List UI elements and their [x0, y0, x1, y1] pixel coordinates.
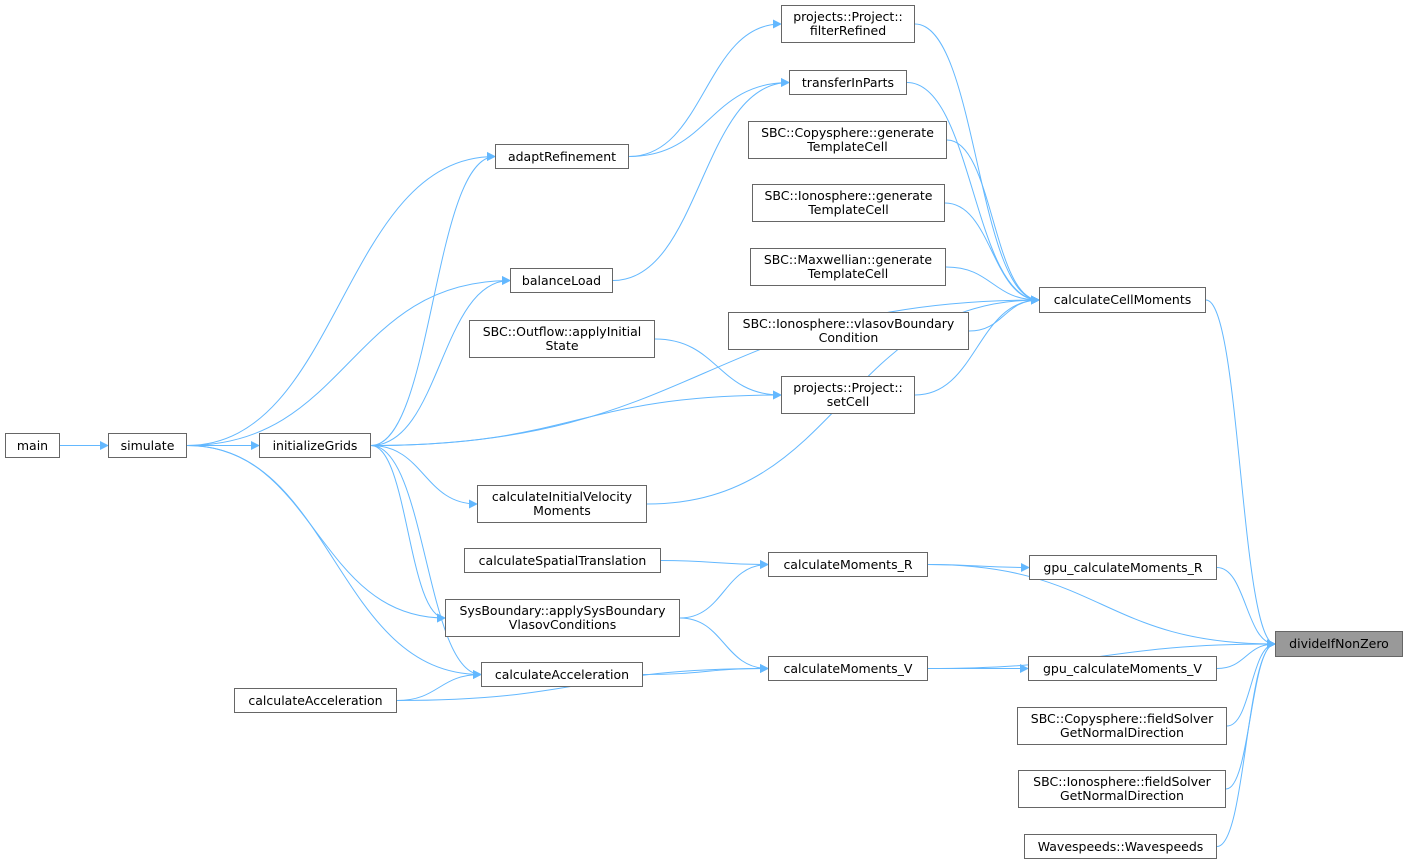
edge-simulate-to-balance-load	[186, 276, 511, 446]
node-label-line-2: setCell	[826, 394, 870, 409]
node-copysphere-field-solver-normal-direction[interactable]: SBC::Copysphere::fieldSolver GetNormalDi…	[1017, 707, 1227, 745]
node-sysboundary-apply-vlasov-conditions[interactable]: SysBoundary::applySysBoundary VlasovCond…	[445, 599, 680, 637]
node-calculate-moments-v[interactable]: calculateMoments_V	[768, 656, 928, 681]
edge-copysphere-gen-to-calculate-cell-moments	[946, 139, 1040, 305]
node-label: balanceLoad	[521, 272, 602, 288]
node-label-line-1: calculateInitialVelocity	[491, 489, 633, 504]
node-ionosphere-field-solver-normal-direction[interactable]: SBC::Ionosphere::fieldSolver GetNormalDi…	[1018, 770, 1226, 808]
node-main[interactable]: main	[5, 433, 60, 458]
edge-ionosphere-gen-to-calculate-cell-moments	[944, 202, 1040, 305]
node-label-line-2: Moments	[533, 503, 591, 518]
node-label: transferInParts	[801, 74, 895, 90]
node-label: initializeGrids	[272, 437, 358, 453]
edge-apply-sys-boundary-to-calc-moments-v	[679, 617, 769, 673]
edge-initialize-grids-to-calculate-cell-moments	[370, 295, 1040, 446]
node-label-line-2: VlasovConditions	[508, 617, 617, 632]
node-label-line-1: SysBoundary::applySysBoundary	[459, 603, 666, 618]
edge-calc-acceleration-outer-to-calc-acceleration-inner	[396, 670, 482, 701]
node-label-line-1: SBC::Outflow::applyInitial	[482, 324, 642, 339]
node-label-line-1: SBC::Copysphere::generate	[761, 125, 934, 140]
node-calculate-moments-r[interactable]: calculateMoments_R	[768, 552, 928, 577]
node-outflow-apply-initial-state[interactable]: SBC::Outflow::applyInitial State	[469, 320, 655, 358]
node-label-line-2: State	[545, 338, 579, 353]
edge-adapt-refinement-to-transfer-in-parts	[628, 78, 790, 157]
node-label-line-2: GetNormalDirection	[1060, 788, 1184, 803]
node-label-line-1: SBC::Maxwellian::generate	[763, 252, 933, 267]
node-label: adaptRefinement	[507, 148, 617, 164]
edge-simulate-to-calc-acceleration-inner	[186, 445, 482, 679]
edge-gpu-calc-moments-r-to-divide-if-non-zero	[1216, 567, 1276, 649]
node-gpu-calculate-moments-v[interactable]: gpu_calculateMoments_V	[1028, 656, 1217, 681]
edge-wavespeeds-to-divide-if-non-zero	[1216, 639, 1276, 847]
edge-transfer-in-parts-to-calculate-cell-moments	[906, 82, 1040, 305]
node-calculate-cell-moments[interactable]: calculateCellMoments	[1039, 287, 1206, 313]
node-label-line-1: SBC::Copysphere::fieldSolver	[1030, 711, 1214, 726]
node-label: simulate	[120, 437, 175, 453]
node-maxwellian-generate-template-cell[interactable]: SBC::Maxwellian::generate TemplateCell	[750, 248, 946, 286]
edge-filter-refined-to-calculate-cell-moments	[914, 23, 1040, 305]
node-adapt-refinement[interactable]: adaptRefinement	[495, 144, 629, 169]
node-calculate-acceleration-outer[interactable]: calculateAcceleration	[234, 688, 397, 713]
edge-outflow-apply-to-set-cell	[654, 338, 782, 400]
edge-initialize-grids-to-adapt-refinement	[370, 152, 496, 446]
node-wavespeeds[interactable]: Wavespeeds::Wavespeeds	[1024, 834, 1217, 859]
edge-apply-sys-boundary-to-calc-moments-r	[679, 560, 769, 619]
node-calculate-initial-velocity-moments[interactable]: calculateInitialVelocity Moments	[477, 485, 647, 523]
node-label-line-2: TemplateCell	[807, 266, 889, 281]
edge-initialize-grids-to-balance-load	[370, 276, 511, 446]
node-label-line-1: SBC::Ionosphere::vlasovBoundary	[742, 316, 955, 331]
node-ionosphere-vlasov-boundary-condition[interactable]: SBC::Ionosphere::vlasovBoundary Conditio…	[728, 312, 969, 350]
edge-initialize-grids-to-apply-sys-boundary	[370, 445, 446, 623]
node-label: calculateMoments_V	[783, 660, 913, 676]
node-simulate[interactable]: simulate	[108, 433, 187, 458]
node-project-set-cell[interactable]: projects::Project:: setCell	[781, 376, 915, 414]
node-balance-load[interactable]: balanceLoad	[510, 268, 613, 293]
node-label-line-1: SBC::Ionosphere::generate	[764, 188, 933, 203]
node-transfer-in-parts[interactable]: transferInParts	[789, 70, 907, 95]
node-label: main	[16, 437, 49, 453]
node-divide-if-non-zero: divideIfNonZero	[1275, 631, 1403, 657]
node-project-filter-refined[interactable]: projects::Project:: filterRefined	[781, 5, 915, 43]
edge-balance-load-to-transfer-in-parts	[612, 78, 790, 281]
edge-calc-spatial-translation-to-calc-moments-r	[660, 559, 769, 569]
node-label: calculateMoments_R	[783, 556, 913, 572]
edge-calc-moments-r-to-divide-if-non-zero	[927, 564, 1276, 649]
node-label-line-2: filterRefined	[809, 23, 887, 38]
edge-maxwellian-gen-to-calculate-cell-moments	[945, 266, 1040, 305]
node-label-line-2: GetNormalDirection	[1060, 725, 1184, 740]
node-label-line-1: projects::Project::	[793, 9, 903, 24]
node-label-line-1: projects::Project::	[793, 380, 903, 395]
node-label: divideIfNonZero	[1289, 636, 1389, 651]
node-copysphere-generate-template-cell[interactable]: SBC::Copysphere::generate TemplateCell	[748, 121, 947, 159]
node-calculate-acceleration-inner[interactable]: calculateAcceleration	[481, 662, 643, 687]
node-ionosphere-generate-template-cell[interactable]: SBC::Ionosphere::generate TemplateCell	[752, 184, 945, 222]
node-label: calculateAcceleration	[248, 692, 383, 708]
edge-initialize-grids-to-calc-acceleration-inner	[370, 445, 482, 679]
edge-set-cell-to-calculate-cell-moments	[914, 295, 1040, 396]
node-label: gpu_calculateMoments_V	[1042, 660, 1202, 676]
node-calculate-spatial-translation[interactable]: calculateSpatialTranslation	[464, 548, 661, 573]
node-label-line-2: TemplateCell	[808, 202, 889, 217]
node-initialize-grids[interactable]: initializeGrids	[259, 433, 371, 458]
edge-initialize-grids-to-calc-initial-velocity-moments	[370, 445, 478, 509]
node-label: gpu_calculateMoments_R	[1043, 559, 1203, 575]
node-label: Wavespeeds::Wavespeeds	[1037, 838, 1204, 854]
node-label-line-1: SBC::Ionosphere::fieldSolver	[1033, 774, 1211, 789]
node-gpu-calculate-moments-r[interactable]: gpu_calculateMoments_R	[1029, 555, 1217, 580]
node-label: calculateSpatialTranslation	[478, 552, 647, 568]
node-label: calculateCellMoments	[1053, 292, 1192, 307]
edge-calculate-cell-moments-to-divide-if-non-zero	[1205, 299, 1276, 649]
node-label: calculateAcceleration	[494, 666, 630, 682]
node-label-line-2: TemplateCell	[807, 139, 888, 154]
edge-simulate-to-adapt-refinement	[186, 152, 496, 446]
node-label-line-2: Condition	[818, 330, 879, 345]
edge-adapt-refinement-to-filter-refined	[628, 19, 782, 157]
